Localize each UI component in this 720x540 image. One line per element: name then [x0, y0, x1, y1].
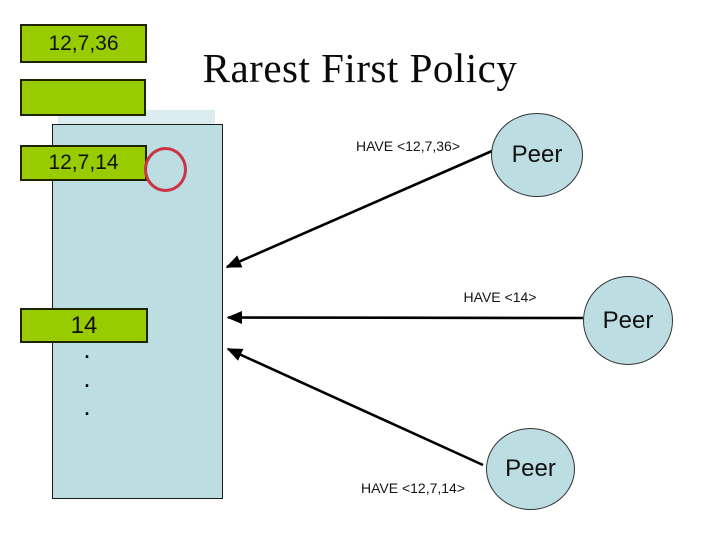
peer-label: Peer — [511, 141, 563, 168]
have-message-14: HAVE <14> — [463, 289, 537, 305]
highlight-circle-annotation — [144, 147, 187, 192]
have-arrow-from-peer2 — [226, 311, 584, 325]
have-arrow-from-peer1 — [225, 149, 493, 269]
peer-label: Peer — [505, 455, 556, 482]
piece-label: 12,7,14 — [48, 151, 119, 174]
peer-node-middle: Peer — [583, 276, 673, 365]
have-message-12-7-36: HAVE <12,7,36> — [355, 138, 461, 154]
piece-label: 14 — [70, 311, 98, 339]
piece-box-12-7-14: 12,7,14 — [20, 145, 147, 181]
piece-box-12-7-36: 12,7,36 — [20, 24, 147, 63]
have-message-12-7-14: HAVE <12,7,14> — [360, 480, 466, 496]
piece-box-empty — [20, 79, 146, 116]
piece-box-14: 14 — [20, 308, 148, 343]
peer-label: Peer — [602, 306, 654, 334]
piece-label: 12,7,36 — [48, 31, 119, 55]
peer-node-top: Peer — [491, 113, 583, 197]
slide-title: Rarest First Policy — [202, 45, 518, 91]
ellipsis-dot: . — [83, 363, 91, 393]
ellipsis-dot: . — [83, 391, 91, 421]
ellipsis-dot: . — [83, 334, 91, 364]
have-arrow-from-peer3 — [226, 347, 484, 467]
peer-node-bottom: Peer — [486, 428, 575, 510]
